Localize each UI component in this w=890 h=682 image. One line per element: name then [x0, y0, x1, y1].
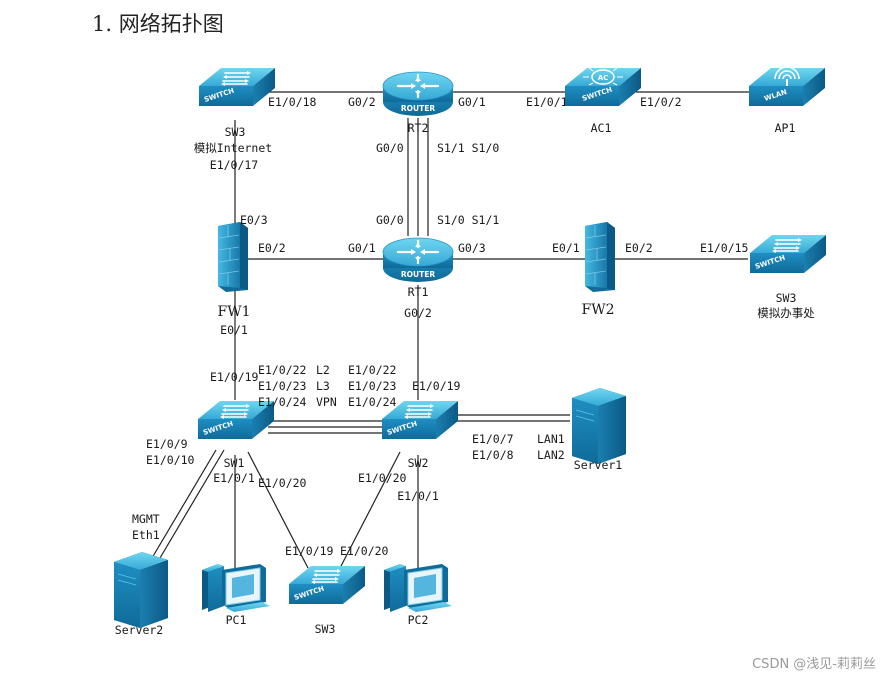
port-sw2-trunk-3: E1/0/24: [348, 395, 397, 409]
label-sw3-top: SW3: [225, 125, 246, 139]
labels: SW3 模拟Internet E1/0/17 E1/0/18 G0/2 RT2 …: [115, 95, 815, 637]
router-rt2-icon-text: ROUTER: [401, 104, 435, 113]
server2-icon: [114, 552, 168, 628]
trunk-name-1: L2: [316, 363, 330, 377]
port-sw3r-e1015: E1/0/15: [700, 241, 748, 255]
port-sw1-trunk-1: E1/0/22: [258, 363, 306, 377]
label-sw1: SW1: [224, 456, 245, 470]
nic-server2-2: Eth1: [132, 528, 160, 542]
label-server1: Server1: [574, 458, 623, 472]
label-fw1: FW1: [217, 304, 250, 320]
port-sw3b-e1019: E1/0/19: [285, 544, 334, 558]
port-sw1-e1019: E1/0/19: [210, 370, 259, 384]
port-ac1-e102: E1/0/2: [640, 95, 682, 109]
link-sw1-server2-b: [159, 449, 225, 559]
port-sw3b-e1020: E1/0/20: [340, 544, 389, 558]
page-title: 1. 网络拓扑图: [92, 12, 224, 36]
port-sw2-e1019: E1/0/19: [412, 379, 461, 393]
port-rt2-g02: G0/2: [348, 95, 376, 109]
port-sw1-trunk-2: E1/0/23: [258, 379, 307, 393]
port-fw2-e01: E0/1: [552, 241, 580, 255]
port-fw1-e03: E0/3: [240, 213, 268, 227]
port-sw2-e1020: E1/0/20: [358, 471, 407, 485]
nic-server1-1: LAN1: [537, 432, 565, 446]
pc1-icon: [202, 564, 270, 612]
port-fw2-e02: E0/2: [625, 241, 653, 255]
nic-server1-2: LAN2: [537, 448, 565, 462]
port-sw3-e1018: E1/0/18: [268, 95, 317, 109]
port-sw2-srv-2: E1/0/8: [472, 448, 514, 462]
links: [151, 91, 752, 569]
router-rt1-icon-text: ROUTER: [401, 270, 435, 279]
link-sw1-sw3b: [247, 451, 309, 569]
port-sw1-trunk-3: E1/0/24: [258, 395, 307, 409]
port-rt1-g00: G0/0: [376, 213, 404, 227]
ac1-icon-text: AC: [598, 74, 609, 82]
pc2-icon: [384, 564, 452, 612]
switch-sw3-bottom-icon: SWITCH: [289, 566, 365, 604]
switch-sw2-icon: SWITCH: [382, 401, 458, 439]
label-rt2: RT2: [408, 121, 429, 135]
port-sw3-e1017: E1/0/17: [210, 158, 259, 172]
port-sw2-trunk-1: E1/0/22: [348, 363, 396, 377]
port-fw1-e02: E0/2: [258, 241, 286, 255]
port-sw1-srv2-2: E1/0/10: [146, 453, 195, 467]
port-sw2-trunk-2: E1/0/23: [348, 379, 397, 393]
label-sw3-right: SW3: [776, 291, 797, 305]
label-fw2: FW2: [581, 302, 614, 318]
label-sw2: SW2: [408, 456, 429, 470]
port-rt2-g01: G0/1: [458, 95, 486, 109]
label-sw3-bottom: SW3: [315, 622, 336, 636]
trunk-name-3: VPN: [316, 395, 337, 409]
label-sw3-right-note: 模拟办事处: [757, 306, 815, 320]
trunk-name-2: L3: [316, 379, 330, 393]
port-fw1-e01: E0/1: [220, 323, 248, 337]
firewall-fw1-icon: [218, 222, 248, 292]
label-pc2: PC2: [408, 613, 429, 627]
link-sw2-sw3b: [339, 451, 401, 569]
ac1-icon: AC SWITCH: [565, 67, 641, 106]
port-rt1-s1: S1/0 S1/1: [437, 213, 499, 227]
port-rt2-s1: S1/1 S1/0: [437, 141, 499, 155]
port-sw2-srv-1: E1/0/7: [472, 432, 514, 446]
port-ac1-e101: E1/0/1: [526, 95, 568, 109]
port-rt2-g00: G0/0: [376, 141, 404, 155]
label-ac1: AC1: [591, 121, 612, 135]
ap1-wlan-icon: WLAN: [749, 66, 825, 106]
port-sw1-e1020: E1/0/20: [258, 476, 307, 490]
switches: SWITCH SWITCH SWITCH SWITCH SWITCH: [198, 68, 826, 604]
nic-server2-1: MGMT: [132, 512, 160, 526]
server1-icon: [572, 388, 626, 464]
label-server2: Server2: [115, 623, 163, 637]
label-pc1: PC1: [226, 613, 247, 627]
port-rt1-g02: G0/2: [404, 306, 432, 320]
port-sw1-e101: E1/0/1: [213, 471, 255, 485]
router-rt2-icon: ROUTER: [382, 71, 454, 116]
label-sw3-top-note: 模拟Internet: [194, 141, 272, 155]
switch-sw3-top-icon: SWITCH: [199, 68, 275, 106]
switch-sw3-right-icon: SWITCH: [750, 235, 826, 273]
label-rt1: RT1: [408, 285, 429, 299]
watermark: CSDN @浅见-莉莉丝: [752, 657, 876, 672]
label-ap1: AP1: [775, 121, 796, 135]
switch-sw1-icon: SWITCH: [198, 401, 274, 439]
port-rt1-g03: G0/3: [458, 241, 486, 255]
port-sw1-srv2-1: E1/0/9: [146, 437, 188, 451]
router-rt1-icon: ROUTER: [382, 237, 454, 282]
port-rt1-g01: G0/1: [348, 241, 376, 255]
firewall-fw2-icon: [585, 222, 615, 292]
link-sw1-server2-a: [151, 449, 217, 559]
port-sw2-e101: E1/0/1: [397, 489, 439, 503]
